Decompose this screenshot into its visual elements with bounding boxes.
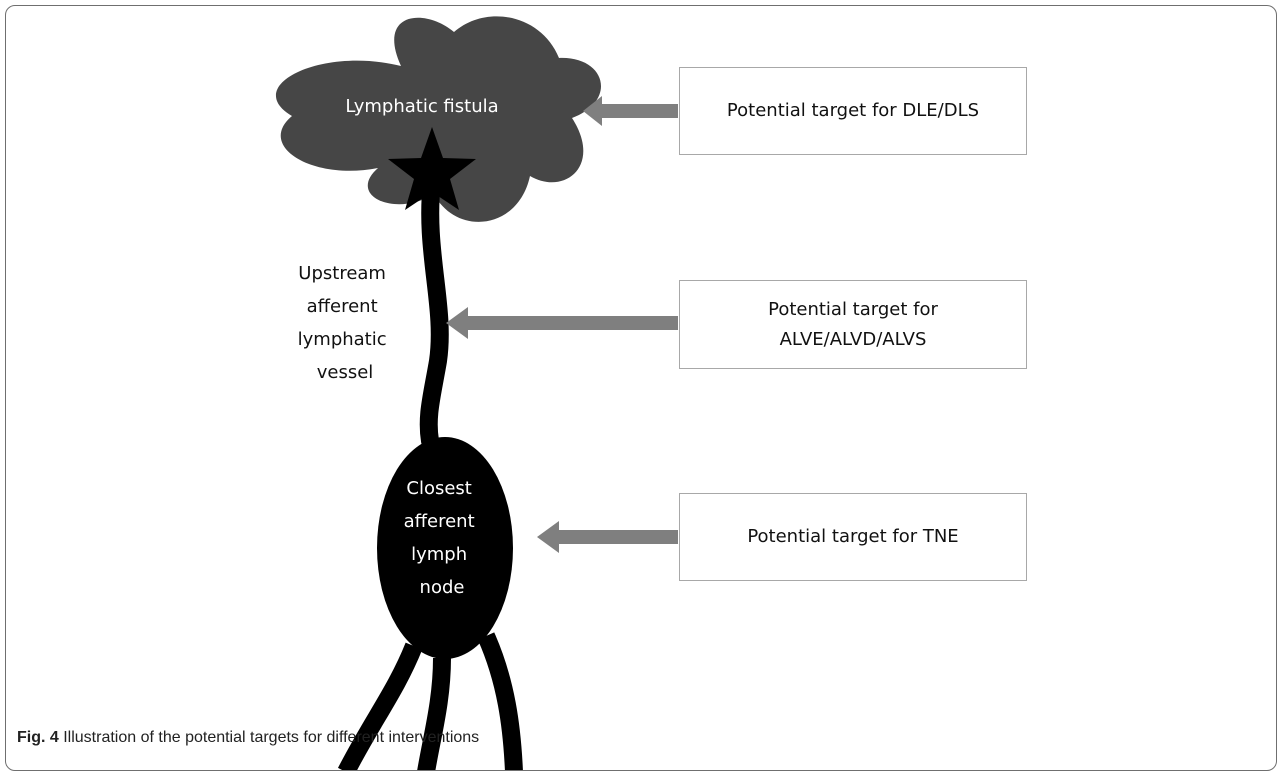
diagram: Lymphatic fistula Upstream afferent lymp… — [275, 16, 678, 770]
efferent-vessel-middle — [417, 657, 451, 770]
target-box-dle-dls: Potential target for DLE/DLS — [679, 67, 1027, 155]
target-label-line: ALVE/ALVD/ALVS — [779, 328, 927, 350]
node-label-line: node — [420, 577, 465, 598]
figure-caption: Fig. 4 Illustration of the potential tar… — [17, 729, 479, 747]
caption-text: Illustration of the potential targets fo… — [58, 729, 480, 746]
vessel-label: Upstream afferent lymphatic vessel — [298, 263, 393, 383]
arrow-to-node — [537, 521, 678, 553]
target-label-line: Potential target for TNE — [747, 526, 959, 547]
fistula-label: Lymphatic fistula — [345, 96, 498, 117]
node-label-line: afferent — [404, 511, 475, 532]
vessel-label-line: lymphatic — [298, 329, 387, 350]
arrow-to-vessel — [446, 307, 678, 339]
fistula-star-icon — [388, 127, 476, 210]
node-label-line: lymph — [411, 544, 467, 565]
afferent-lymphatic-vessel — [419, 172, 449, 450]
figure-frame: Lymphatic fistula Upstream afferent lymp… — [5, 5, 1277, 771]
vessel-label-line: afferent — [307, 296, 378, 317]
lymph-node-shape — [377, 437, 513, 659]
arrow-to-fistula — [583, 96, 678, 126]
figure-number: Fig. 4 — [17, 729, 59, 746]
node-label: Closest afferent lymph node — [404, 478, 481, 598]
lymphatic-fistula-shape — [275, 16, 601, 222]
vessel-label-line: vessel — [317, 362, 374, 383]
target-box-tne: Potential target for TNE — [679, 493, 1027, 581]
efferent-vessel-right — [477, 632, 523, 770]
target-label-line: Potential target for DLE/DLS — [726, 100, 980, 121]
efferent-vessel-left — [337, 642, 423, 770]
target-box-alve-alvd-alvs: Potential target for ALVE/ALVD/ALVS — [679, 280, 1027, 369]
vessel-label-line: Upstream — [298, 263, 386, 284]
node-label-line: Closest — [406, 478, 471, 499]
target-label-line: Potential target for — [768, 298, 938, 320]
